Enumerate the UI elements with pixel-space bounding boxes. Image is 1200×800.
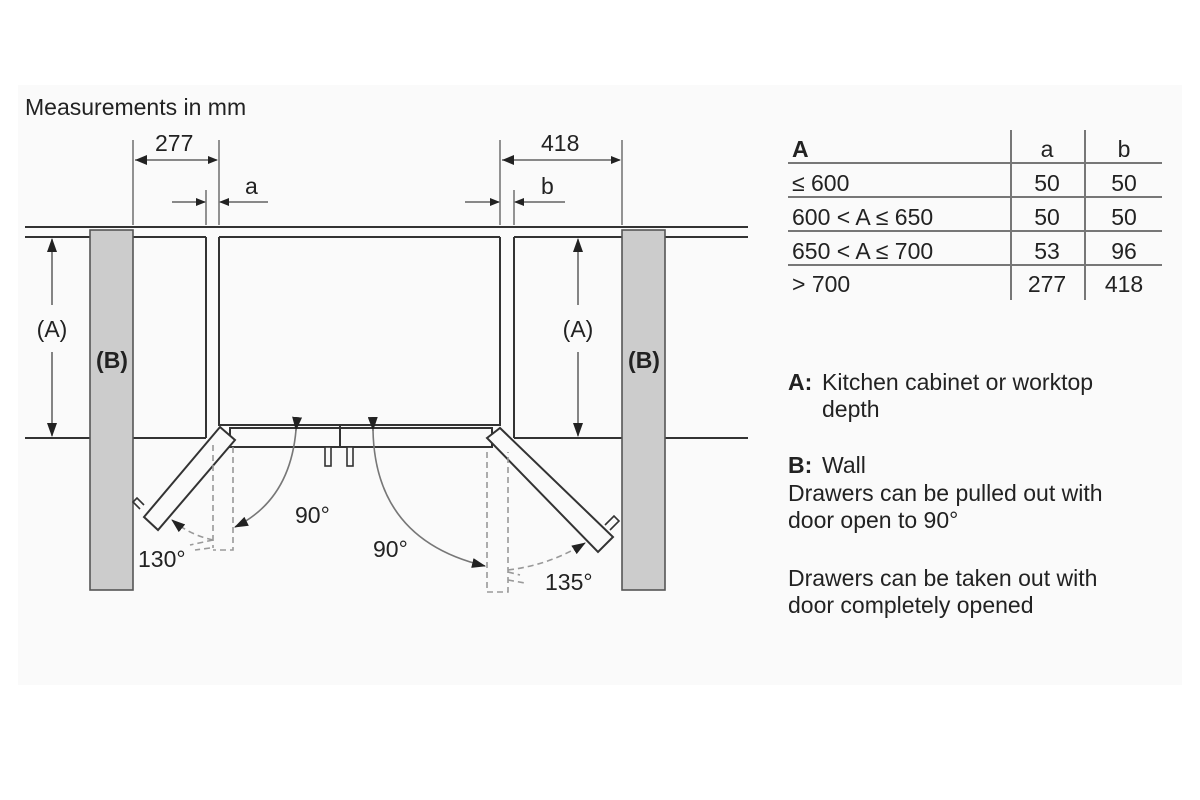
note-drawers-90-2: door open to 90° [788,507,958,533]
right-door [485,426,621,593]
right-135-arc [507,542,586,571]
left-130-label: 130° [138,546,186,572]
wall-label-left: (B) [96,347,128,373]
measurements-title: Measurements in mm [25,94,246,120]
dimension-277: 277 [132,130,220,225]
svg-text:a: a [245,173,258,199]
table-cell: 277 [1028,271,1066,297]
legend-b-text: Wall [822,452,866,478]
table-cell: 418 [1105,271,1143,297]
left-door [131,425,237,551]
right-90-arc [367,416,486,568]
dimension-b: b [465,173,565,225]
svg-text:b: b [541,173,554,199]
handle-left [324,446,332,467]
left-130-arc [171,519,214,541]
wall-label-right: (B) [628,347,660,373]
right-135-label: 135° [545,569,593,595]
svg-text:418: 418 [541,130,579,156]
note-drawers-90-1: Drawers can be pulled out with [788,480,1103,506]
table-cell: 650 < A ≤ 700 [792,238,933,264]
legend-b-key: B: [788,452,812,478]
table-header-a: a [1041,136,1054,162]
table-cell: 50 [1111,204,1137,230]
table-cell: 50 [1034,170,1060,196]
depth-right: (A) [563,238,594,437]
handle-right [346,446,354,467]
svg-text:(A): (A) [37,316,68,342]
left-wall [89,229,134,591]
note-drawers-full-2: door completely opened [788,592,1034,618]
legend-a-text-2: depth [822,396,880,422]
table-cell: 96 [1111,238,1137,264]
diagram-panel [18,85,1182,685]
dimension-a: a [172,173,268,225]
right-90-label: 90° [373,536,408,562]
svg-text:(A): (A) [563,316,594,342]
table-cell: ≤ 600 [792,170,849,196]
legend: A: Kitchen cabinet or worktop depth B: W… [788,369,1103,618]
gap-table: A a b ≤ 600 50 50 600 < A ≤ 650 50 50 65… [788,130,1162,300]
legend-a-text: Kitchen cabinet or worktop [822,369,1093,395]
table-cell: 50 [1111,170,1137,196]
table-cell: 50 [1034,204,1060,230]
left-90-arc [234,416,303,528]
right-wall [621,229,666,591]
left-90-label: 90° [295,502,330,528]
depth-left: (A) [37,238,68,437]
table-cell: 53 [1034,238,1060,264]
note-drawers-full-1: Drawers can be taken out with [788,565,1097,591]
table-cell: 600 < A ≤ 650 [792,204,933,230]
dimension-418: 418 [499,130,623,225]
table-cell: > 700 [792,271,850,297]
table-header-b: b [1118,136,1131,162]
legend-a-key: A: [788,369,812,395]
svg-text:277: 277 [155,130,193,156]
table-header-a-range: A [792,136,809,162]
door-front [229,427,493,448]
